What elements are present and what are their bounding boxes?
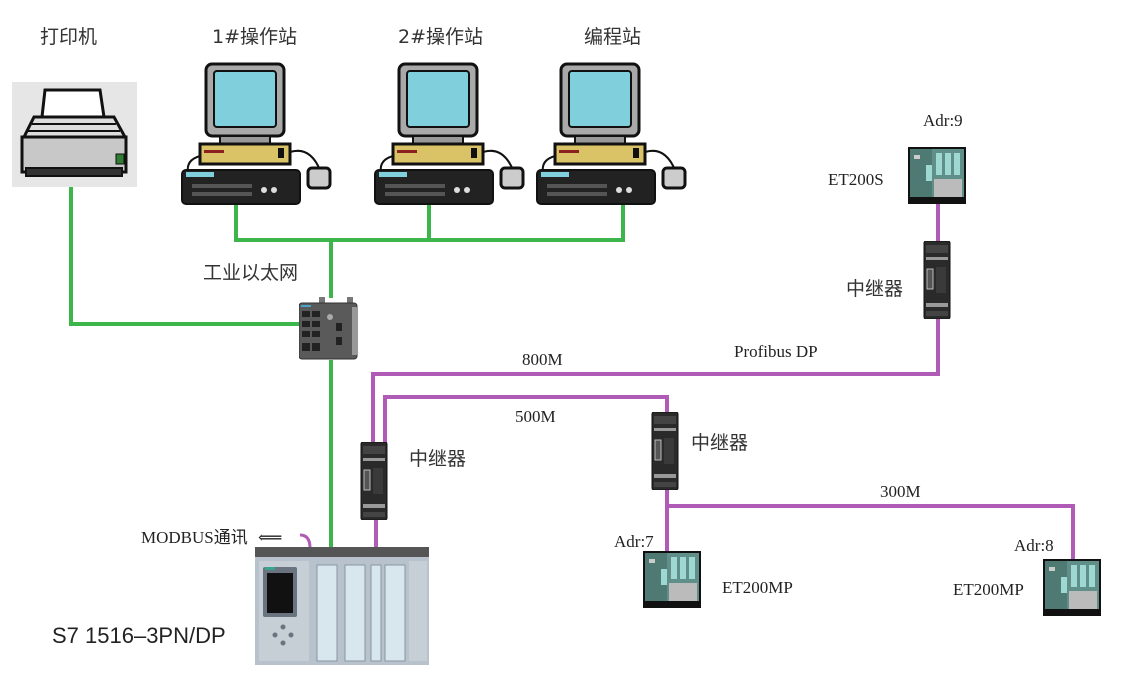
workstation-icon[interactable] (535, 60, 690, 208)
io-station-icon[interactable] (908, 147, 966, 204)
printer-icon[interactable] (12, 82, 137, 187)
et200mp-8-label: ET200MP (953, 580, 1024, 599)
et200mp-7-address: Adr:7 (614, 532, 654, 551)
profibus-segment-500m (383, 395, 669, 443)
io-station-icon[interactable] (1043, 559, 1101, 616)
segment-500m-label: 500M (515, 407, 556, 426)
profibus-dp-label: Profibus DP (734, 342, 818, 361)
modbus-label: MODBUS通讯 ⟸ (141, 523, 282, 548)
modbus-arrow-icon: ⟸ (258, 528, 283, 547)
programming-station-label: 编程站 (584, 26, 642, 48)
modbus-cable (299, 533, 312, 549)
plc-model-label: S7 1516–3PN/DP (52, 623, 226, 648)
segment-300m-label: 300M (880, 482, 921, 501)
workstation-icon[interactable] (373, 60, 528, 208)
station2-label: 2#操作站 (398, 26, 484, 48)
ethernet-link-printer (69, 185, 300, 326)
repeater-icon[interactable] (359, 442, 389, 520)
repeater-icon[interactable] (922, 241, 952, 319)
plc-icon[interactable] (255, 547, 429, 667)
industrial-ethernet-label: 工业以太网 (203, 262, 299, 284)
repeater-icon[interactable] (650, 412, 680, 490)
io-station-icon[interactable] (643, 551, 701, 608)
et200mp-8-address: Adr:8 (1014, 536, 1054, 555)
et200mp-7-label: ET200MP (722, 578, 793, 597)
network-switch-icon[interactable] (299, 297, 359, 361)
modbus-text: MODBUS通讯 (141, 528, 248, 547)
profibus-segment-800m (371, 318, 940, 443)
segment-800m-label: 800M (522, 350, 563, 369)
repeater-mid-label: 中继器 (691, 432, 749, 454)
repeater-top-label: 中继器 (846, 278, 904, 300)
repeater-main-label: 中继器 (409, 448, 467, 470)
station1-label: 1#操作站 (212, 26, 298, 48)
profibus-segment-300m (667, 504, 1075, 560)
printer-label: 打印机 (40, 26, 98, 48)
et200s-label: ET200S (828, 170, 884, 189)
et200s-address: Adr:9 (923, 111, 963, 130)
workstation-icon[interactable] (180, 60, 335, 208)
